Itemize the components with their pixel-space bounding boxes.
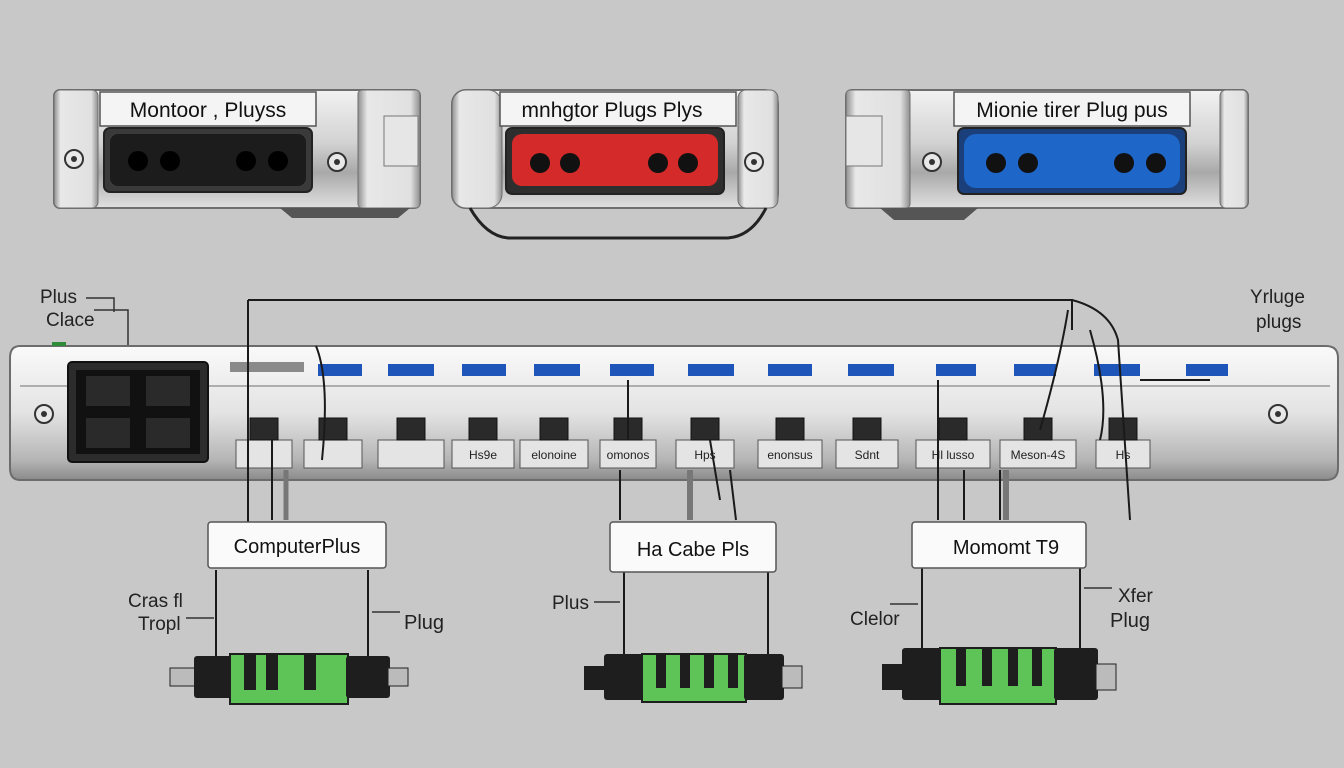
hub-port-label: enonsus <box>767 448 812 462</box>
label-clace: Clace <box>46 310 95 331</box>
status-led <box>688 364 734 376</box>
label-plug-right: Plug <box>1110 610 1150 632</box>
label-plug-left: Plug <box>404 612 444 634</box>
connector-labels: Cras fl Tropl Plug Plus Clelor Xfer Plug <box>128 586 1154 635</box>
hub-port-row: Hs9e elonoine omonos Hps enonsus Sdnt Hl lusso… <box>235 417 1151 469</box>
side-labels: Plus Clace Yrluge plugs <box>40 287 1305 380</box>
status-led <box>318 364 362 376</box>
callout-monitor: Momomt T9 <box>911 521 1087 569</box>
monitor-plug-3: Mionie tirer Plug pus <box>845 89 1249 220</box>
status-led <box>1094 364 1140 376</box>
monitor-plug-1: Montoor , Pluyss <box>53 89 421 218</box>
label-xfer: Xfer <box>1118 586 1154 607</box>
hub-port[interactable]: enonsus <box>757 417 823 469</box>
hub-port[interactable]: Meson-4S <box>999 417 1077 469</box>
hub-port[interactable]: Hs9e <box>451 417 515 469</box>
plug-3-port <box>964 134 1180 188</box>
label-tropl: Tropl <box>138 614 181 635</box>
plug-3-title: Mionie tirer Plug pus <box>976 99 1167 122</box>
hub-port-label: Hs <box>1116 448 1131 462</box>
cable-wires <box>215 299 1210 660</box>
callout-label: Ha Cabe Pls <box>637 539 749 561</box>
status-led <box>610 364 654 376</box>
status-led <box>388 364 434 376</box>
plug-1-port <box>110 134 306 186</box>
status-led <box>768 364 812 376</box>
hub-port[interactable] <box>235 417 293 469</box>
hub-port-label: omonos <box>607 448 650 462</box>
hub-port[interactable]: Hps <box>675 417 735 469</box>
green-connector-right <box>882 647 1117 705</box>
hub-port[interactable] <box>377 417 445 469</box>
plug-2-port <box>512 134 718 186</box>
hub-port-label: Meson-4S <box>1011 448 1066 462</box>
label-plus-mid: Plus <box>552 593 589 614</box>
label-plus-top-left: Plus <box>40 287 77 308</box>
callout-cable-plus: Ha Cabe Pls <box>609 521 777 573</box>
hub-port[interactable] <box>303 417 363 469</box>
hub-port-label: Hs9e <box>469 448 497 462</box>
label-yrluge: Yrluge <box>1250 287 1305 308</box>
hub-port-label: Sdnt <box>855 448 880 462</box>
status-led <box>936 364 976 376</box>
status-led <box>1014 364 1056 376</box>
callout-computer-plus: ComputerPlus <box>207 521 387 569</box>
monitor-plug-2: mnhgtor Plugs Plys <box>451 89 779 240</box>
status-led <box>848 364 894 376</box>
hub-port[interactable]: Hl lusso <box>915 417 991 469</box>
hub-port[interactable]: Hs <box>1095 417 1151 469</box>
hub-port[interactable]: Sdnt <box>835 417 899 469</box>
hub-port-label: elonoine <box>531 448 577 462</box>
hub-port-label: Hl lusso <box>932 448 975 462</box>
status-led <box>462 364 506 376</box>
hub-port[interactable]: elonoine <box>519 417 589 469</box>
status-led <box>534 364 580 376</box>
label-clelor: Clelor <box>850 609 900 630</box>
plug-1-title: Montoor , Pluyss <box>130 99 286 122</box>
label-cras: Cras fl <box>128 591 183 612</box>
hub-port-label: Hps <box>694 448 715 462</box>
label-plugs-right: plugs <box>1256 312 1301 333</box>
green-connector-middle <box>584 653 803 703</box>
plug-2-title: mnhgtor Plugs Plys <box>522 99 703 122</box>
green-connector-left <box>169 653 409 705</box>
status-led <box>1186 364 1228 376</box>
callout-label: Momomt T9 <box>953 537 1059 559</box>
callout-label: ComputerPlus <box>234 536 361 558</box>
